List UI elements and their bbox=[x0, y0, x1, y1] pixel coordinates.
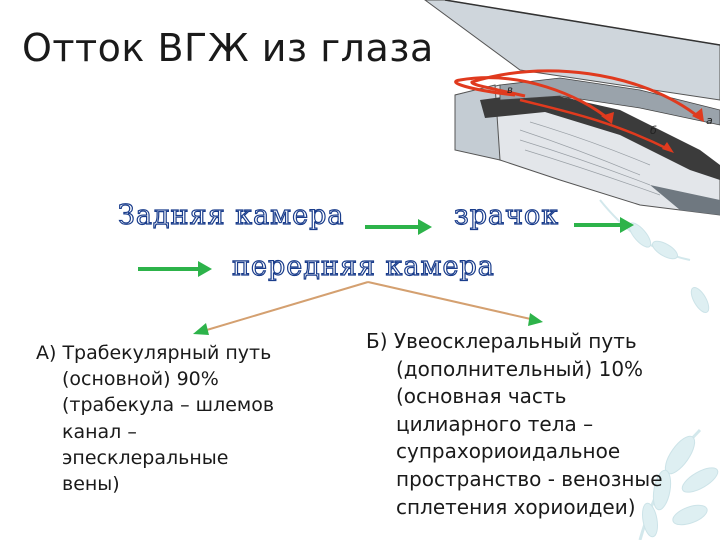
uveoscleral-line: супрахориоидальное bbox=[396, 439, 621, 464]
outflow-arrowhead-a bbox=[692, 108, 704, 122]
uveoscleral-line: (основная часть bbox=[396, 384, 567, 409]
trabecular-line: (основной) 90% bbox=[62, 368, 219, 391]
cornea-wedge bbox=[424, 0, 720, 101]
branch-arrowheads bbox=[193, 313, 543, 335]
trabecular-line: (трабекула – шлемов bbox=[62, 394, 275, 417]
flow-posterior-chamber: Задняя камера bbox=[117, 199, 345, 231]
uveoscleral-line: пространство - венозные bbox=[396, 466, 663, 491]
trabecular-path-text: А) Трабекулярный путь (основной) 90% (тр… bbox=[36, 340, 326, 497]
trabecular-line: канал – bbox=[62, 420, 137, 443]
flow-arrow-3-head bbox=[198, 261, 212, 277]
trabecular-line: вены) bbox=[62, 473, 120, 496]
iris-band bbox=[480, 92, 720, 180]
uveoscleral-path-text: Б) Увеосклеральный путь (дополнительный)… bbox=[366, 328, 706, 521]
outflow-arrowhead-b bbox=[662, 142, 674, 153]
flow-arrow-1-head bbox=[418, 219, 432, 235]
flow-pupil: зрачок bbox=[453, 199, 560, 231]
iris-block bbox=[454, 84, 501, 161]
figure-label-v: в bbox=[507, 85, 513, 96]
uveoscleral-line: сплетения хориоидеи) bbox=[396, 494, 636, 519]
decorative-leaves bbox=[599, 199, 719, 540]
outflow-arrow-a bbox=[470, 69, 701, 120]
outflow-arrow-v bbox=[454, 76, 611, 122]
branch-lines bbox=[199, 281, 536, 333]
flow-arrow-2-head bbox=[620, 217, 634, 233]
figure-label-a: а bbox=[706, 114, 713, 127]
eye-section-illustration: а б в bbox=[424, 0, 720, 216]
branch-arrowhead-left bbox=[193, 323, 209, 335]
branch-arrowhead-right bbox=[528, 313, 543, 326]
uveoscleral-line: цилиарного тела – bbox=[396, 411, 594, 436]
flow-anterior-chamber: передняя камера bbox=[231, 250, 495, 282]
flow-arrows bbox=[138, 217, 634, 277]
uveoscleral-line: (дополнительный) 10% bbox=[396, 356, 644, 381]
outflow-arrowhead-v bbox=[601, 112, 614, 124]
uveoscleral-line: Б) Увеосклеральный путь bbox=[366, 329, 637, 353]
outflow-arrow-b bbox=[519, 98, 671, 152]
trabecular-line: А) Трабекулярный путь bbox=[36, 342, 272, 364]
slide-title: Отток ВГЖ из глаза bbox=[22, 26, 434, 70]
trabecular-line: эпесклеральные bbox=[62, 446, 229, 469]
figure-label-b: б bbox=[650, 124, 657, 137]
